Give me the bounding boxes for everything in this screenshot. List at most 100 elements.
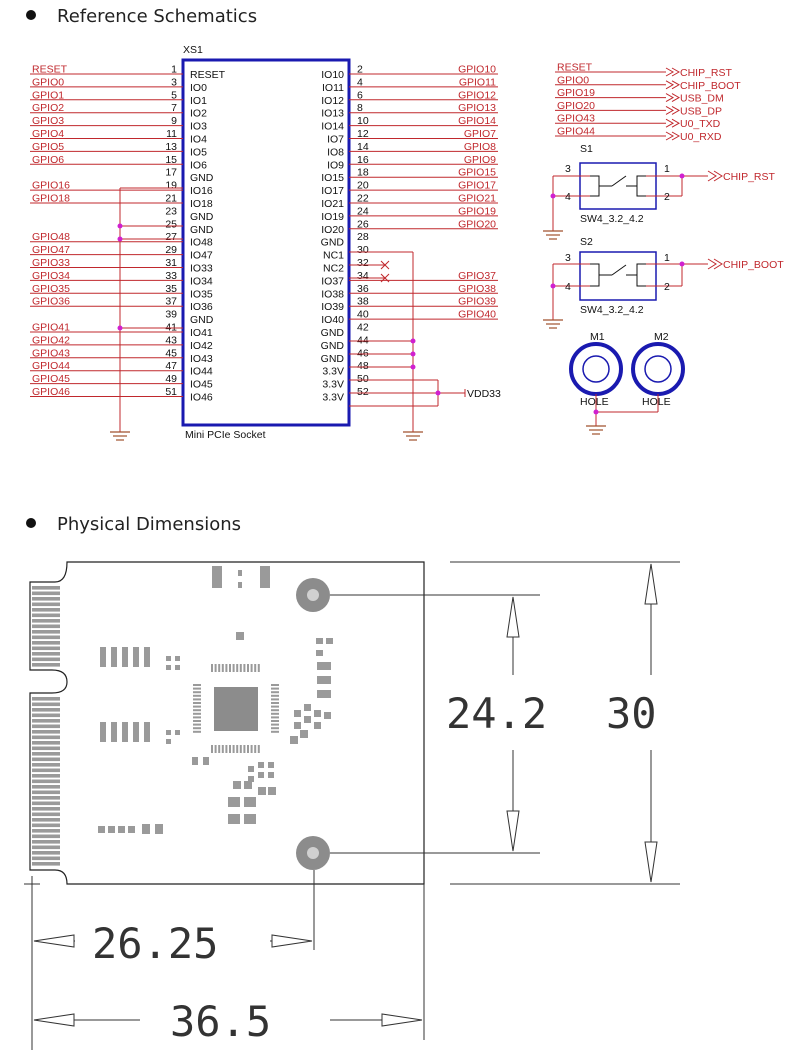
pin-number: 30 (357, 244, 369, 256)
chip-pin (271, 723, 279, 726)
net-input-label: GPIO0 (557, 74, 589, 86)
edge-finger (32, 757, 60, 762)
hole-ref: M2 (654, 331, 669, 343)
pin-number: 20 (357, 180, 369, 192)
pin-name: IO44 (190, 366, 213, 378)
bullet-icon (26, 10, 36, 20)
net-label: RESET (32, 64, 68, 76)
net-label: GPIO44 (32, 360, 70, 372)
pin-name: IO15 (321, 172, 344, 184)
chip-pin (271, 727, 279, 730)
pin-number: 18 (357, 167, 369, 179)
mounting-holes: M1 M2 HOLE HOLE (569, 331, 685, 435)
net-label: GPIO1 (32, 89, 64, 101)
net-output-label: CHIP_RST (680, 67, 733, 79)
chip-pin (254, 664, 257, 672)
pin-number: 23 (165, 205, 177, 217)
pin-number: 8 (357, 102, 363, 114)
hole-label: HOLE (580, 396, 609, 408)
junction-dot (410, 338, 416, 344)
net-arrow-icon (665, 80, 681, 90)
net-label: GPIO42 (32, 334, 70, 346)
edge-finger (32, 818, 60, 822)
edge-finger (32, 630, 60, 634)
bullet-icon (26, 518, 36, 528)
pin-name: GND (321, 237, 345, 249)
pin-name: IO12 (321, 95, 344, 107)
pin-name: IO1 (190, 95, 207, 107)
pin-number: 39 (165, 309, 177, 321)
edge-connector-bottom (32, 697, 60, 866)
dimension-arrows (33, 563, 658, 1027)
svg-text:2: 2 (664, 281, 670, 293)
net-output-label: CHIP_BOOT (680, 80, 741, 92)
chip-pin (271, 698, 279, 701)
chip-pin (271, 720, 279, 722)
edge-finger (32, 619, 60, 623)
hole-label: HOLE (642, 396, 671, 408)
chip-pin (214, 745, 217, 753)
edge-finger (32, 646, 60, 651)
pin-number: 37 (165, 296, 177, 308)
net-label: GPIO21 (458, 193, 496, 205)
chip-pin (218, 664, 221, 672)
net-output-label: USB_DM (680, 93, 724, 105)
pin-name: GND (190, 224, 214, 236)
chip-pin (243, 745, 246, 753)
pin-name: NC1 (323, 250, 344, 262)
chip-pin (193, 723, 201, 726)
pin-name: IO41 (190, 327, 213, 339)
pin-number: 48 (357, 360, 369, 372)
pcb-components (98, 566, 333, 834)
chip-pin (271, 716, 279, 719)
chip-pin (193, 730, 201, 733)
junction-dot (117, 223, 123, 229)
chip-pin (271, 691, 279, 694)
svg-text:2: 2 (664, 191, 670, 203)
pin-name: IO17 (321, 185, 344, 197)
switch-net: CHIP_BOOT (723, 259, 784, 271)
dim-hole-spacing: 24.2 (446, 689, 547, 738)
chip-pin (250, 664, 253, 672)
net-label: GPIO41 (32, 322, 70, 334)
chip-pin (229, 745, 231, 753)
socket-ref: XS1 (183, 44, 203, 56)
net-input-label: RESET (557, 62, 593, 74)
pin-name: IO14 (321, 121, 344, 133)
chip-pin (193, 709, 201, 712)
edge-finger (32, 613, 60, 618)
chip-pin (239, 745, 242, 753)
net-label: GPIO38 (458, 283, 496, 295)
pin-name: IO16 (190, 185, 213, 197)
edge-finger (32, 829, 60, 833)
edge-finger (32, 840, 60, 844)
pin-number: 32 (357, 257, 369, 269)
chip-pin (218, 745, 221, 753)
pin-name: IO42 (190, 340, 213, 352)
net-label: GPIO13 (458, 102, 496, 114)
edge-finger (32, 657, 60, 662)
edge-finger (32, 807, 60, 811)
chip-pin (193, 684, 201, 686)
pin-name: IO38 (321, 288, 344, 300)
net-label: GPIO40 (458, 309, 496, 321)
edge-connector-top (32, 586, 60, 667)
chip-pin (232, 664, 235, 672)
svg-text:1: 1 (664, 252, 670, 264)
dim-board-height: 30 (606, 689, 657, 738)
pin-name: RESET (190, 69, 226, 81)
chip-pin (271, 712, 279, 715)
pin-name: IO37 (321, 275, 344, 287)
pin-name: IO6 (190, 159, 207, 171)
chip-pin (221, 664, 224, 672)
chip-pin (193, 712, 201, 715)
switch-ref: S1 (580, 143, 593, 155)
nc-marker-icon (349, 260, 390, 283)
net-output-label: USB_DP (680, 105, 722, 117)
pin-number: 33 (165, 270, 177, 282)
net-label: GPIO11 (459, 76, 496, 88)
pin-name: IO36 (190, 301, 213, 313)
pin-name: IO0 (190, 82, 207, 94)
pin-name: GND (190, 314, 214, 326)
pin-name: IO2 (190, 108, 207, 120)
